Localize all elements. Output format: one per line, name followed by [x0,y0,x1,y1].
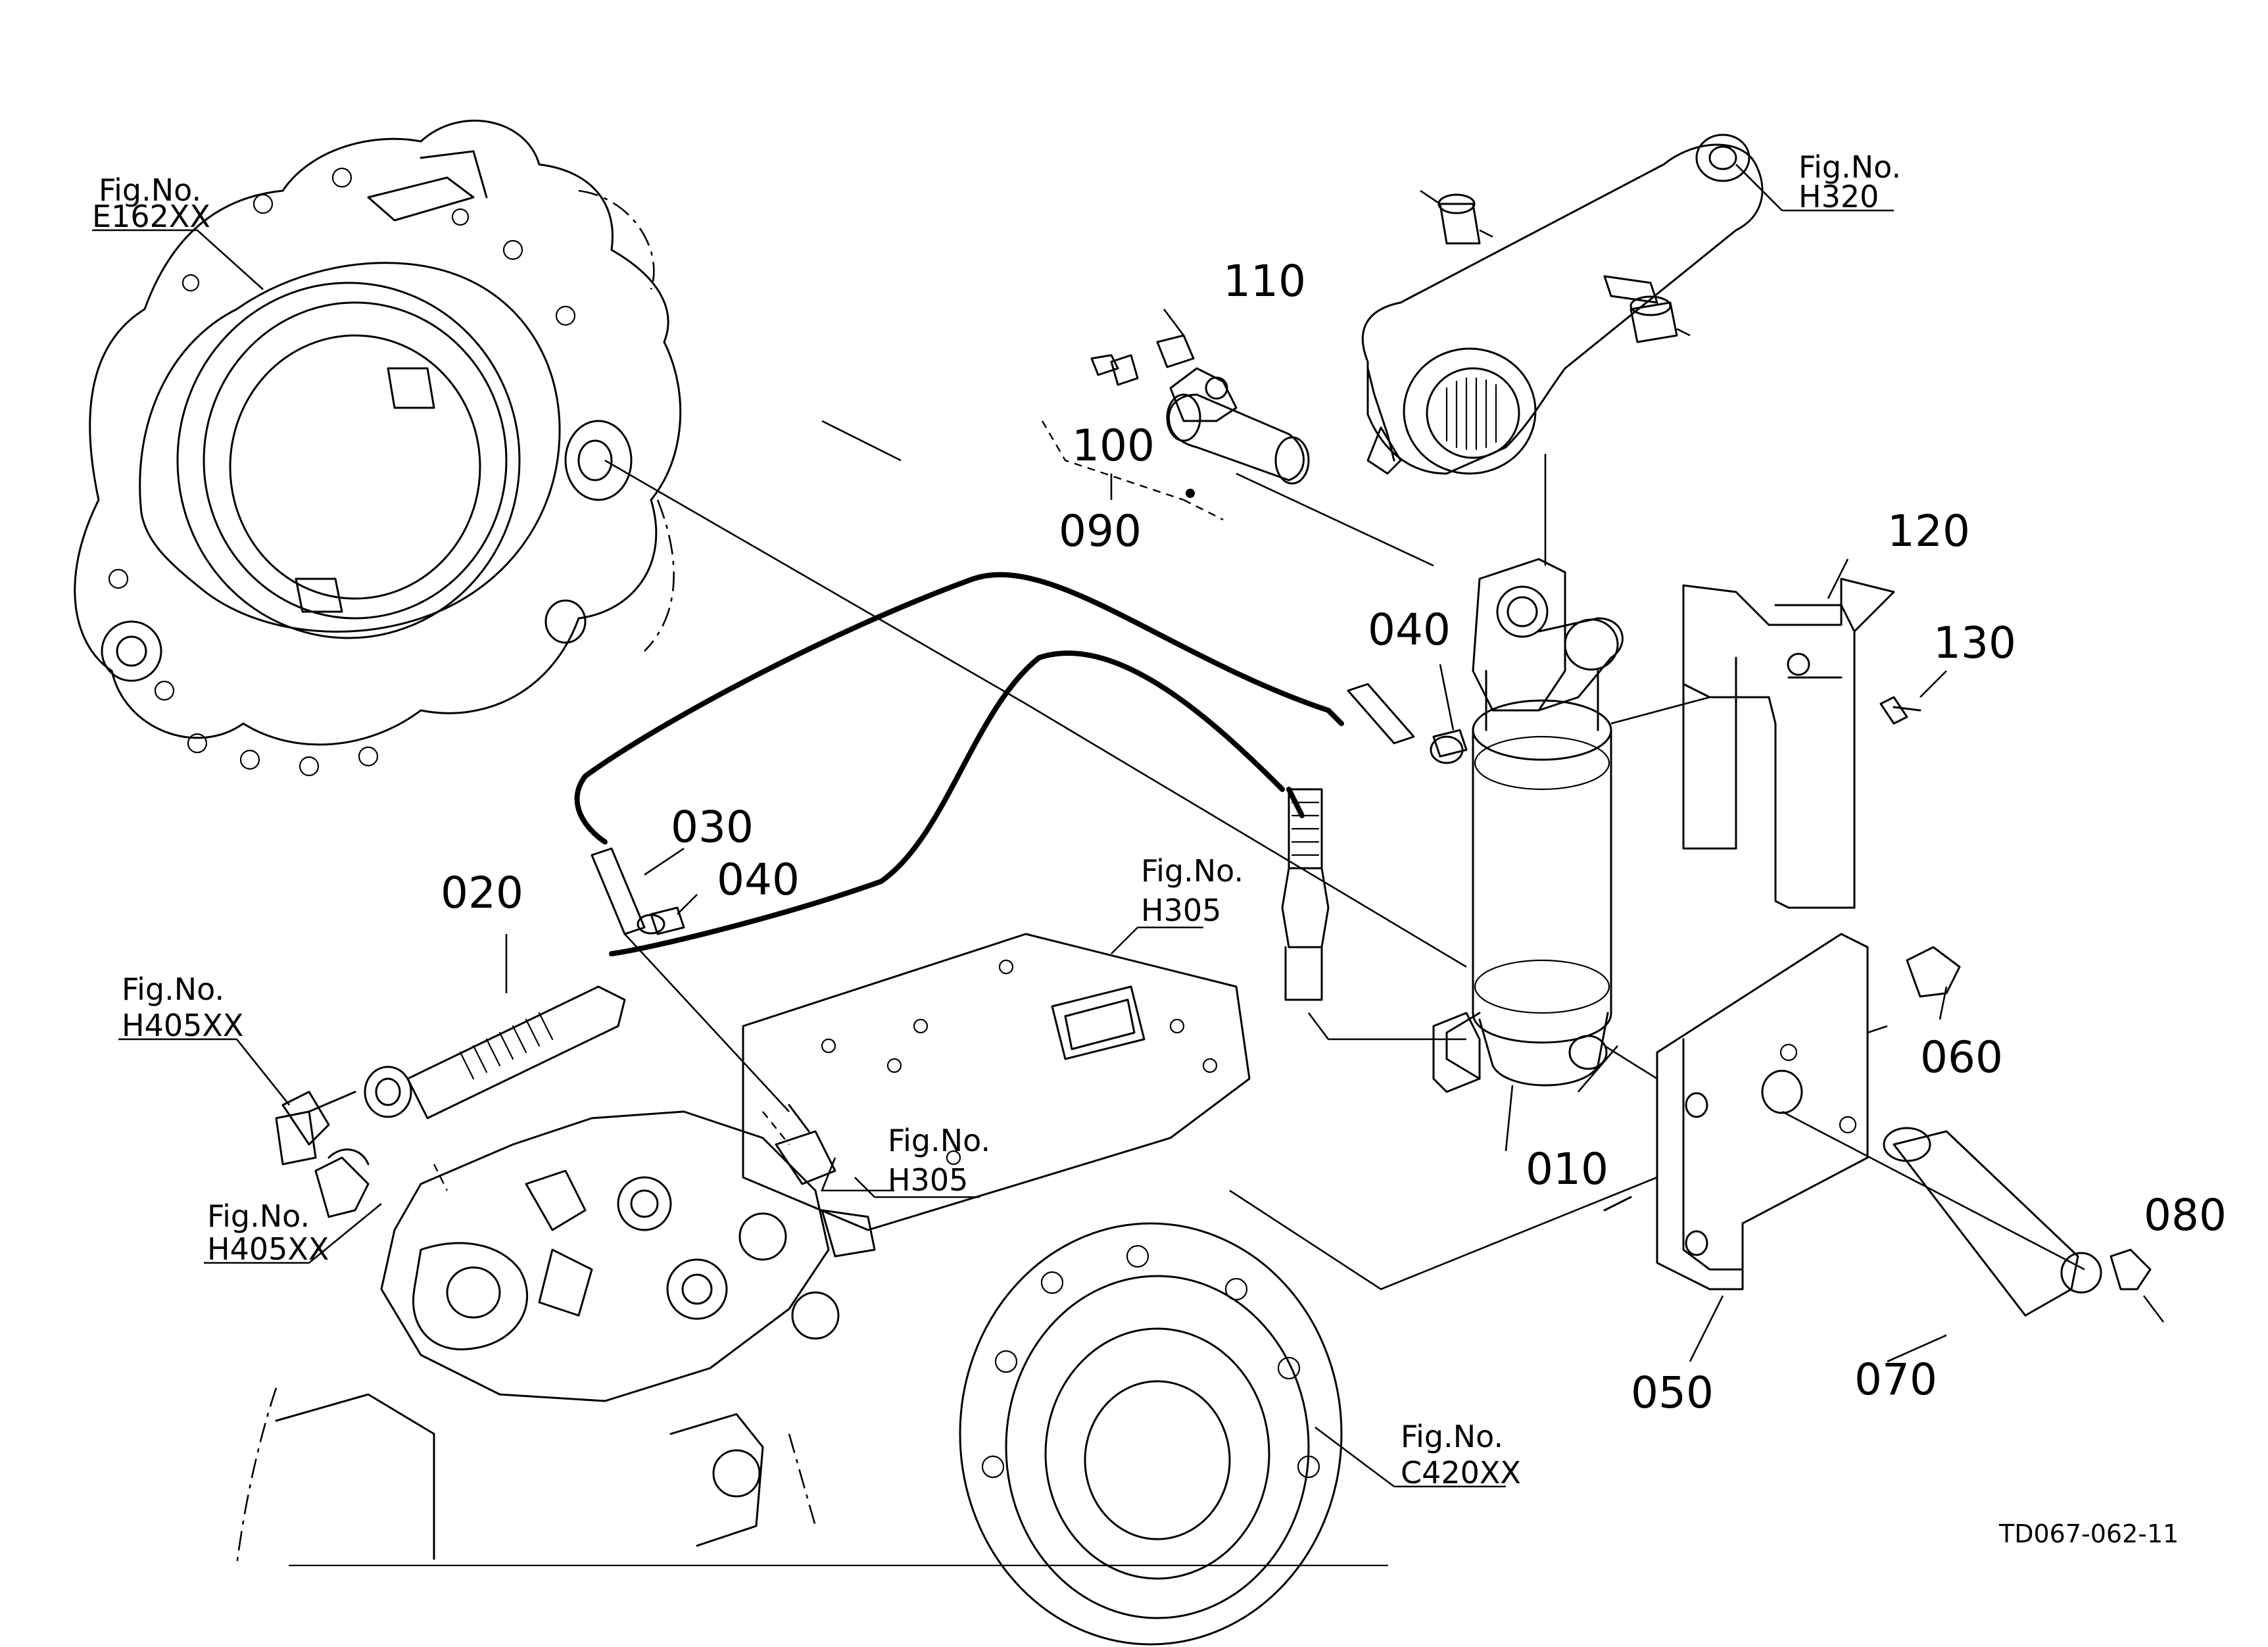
center-line-housing [604,459,1467,968]
callout-080: 080 [2144,1190,2227,1241]
figure-ref-code: H405XX [122,1008,243,1043]
callout-020: 020 [441,868,523,918]
hydraulic-cylinder-drawing [1432,558,1624,1152]
valve-block-drawing [235,933,1658,1646]
callout-040-lower: 040 [717,854,800,905]
figure-ref-e162: Fig.No. E162XX [92,172,210,234]
figure-ref-code: H305 [888,1162,968,1198]
callout-010: 010 [1526,1144,1608,1194]
transmission-housing-drawing [74,119,682,777]
callout-090: 090 [1059,506,1142,556]
figure-ref-label: Fig.No. [1798,149,1901,185]
figure-ref-h320: Fig.No. H320 [1798,149,1901,214]
callout-070: 070 [1854,1354,1937,1405]
pin-assembly-drawing [1041,334,1434,567]
figure-ref-code: H320 [1798,179,1879,214]
bracket-drawing [1604,933,2152,1317]
figure-ref-label: Fig.No. [122,971,224,1007]
figure-ref-label: Fig.No. [1401,1419,1503,1454]
lift-arm-drawing [1361,134,1764,566]
figure-ref-label: Fig.No. [207,1198,310,1234]
callout-leaders [505,308,2165,1363]
drawing-code: TD067-062-11 [1998,1519,2179,1548]
figure-ref-code: C420XX [1401,1455,1521,1490]
figure-ref-label: Fig.No. [99,172,201,208]
center-line-short [821,420,902,462]
callout-100: 100 [1072,420,1155,471]
figure-ref-code: E162XX [92,199,210,234]
callout-030: 030 [671,802,754,852]
callout-120: 120 [1887,506,1970,556]
figure-ref-label: Fig.No. [1141,853,1243,889]
figure-ref-code: H305 [1141,893,1221,928]
callout-110: 110 [1223,256,1306,307]
hose-drawing [281,572,1468,1146]
callout-060: 060 [1920,1032,2003,1083]
figure-ref-label: Fig.No. [888,1123,990,1158]
figure-ref-h305-mid: Fig.No. H305 [888,1123,990,1198]
figure-ref-h405-top: Fig.No. H405XX [122,971,243,1043]
figure-ref-code: H405XX [207,1231,329,1267]
figure-ref-c420: Fig.No. C420XX [1401,1419,1521,1490]
figure-ref-h405-bottom: Fig.No. H405XX [207,1198,329,1267]
callout-040-upper: 040 [1368,604,1451,655]
cover-plate-drawing [1610,578,1921,909]
figure-ref-h305-top: Fig.No. H305 [1141,853,1243,928]
figure-ref-leaders [92,164,1894,1488]
callout-130: 130 [1933,618,2016,668]
callout-050: 050 [1631,1367,1714,1418]
